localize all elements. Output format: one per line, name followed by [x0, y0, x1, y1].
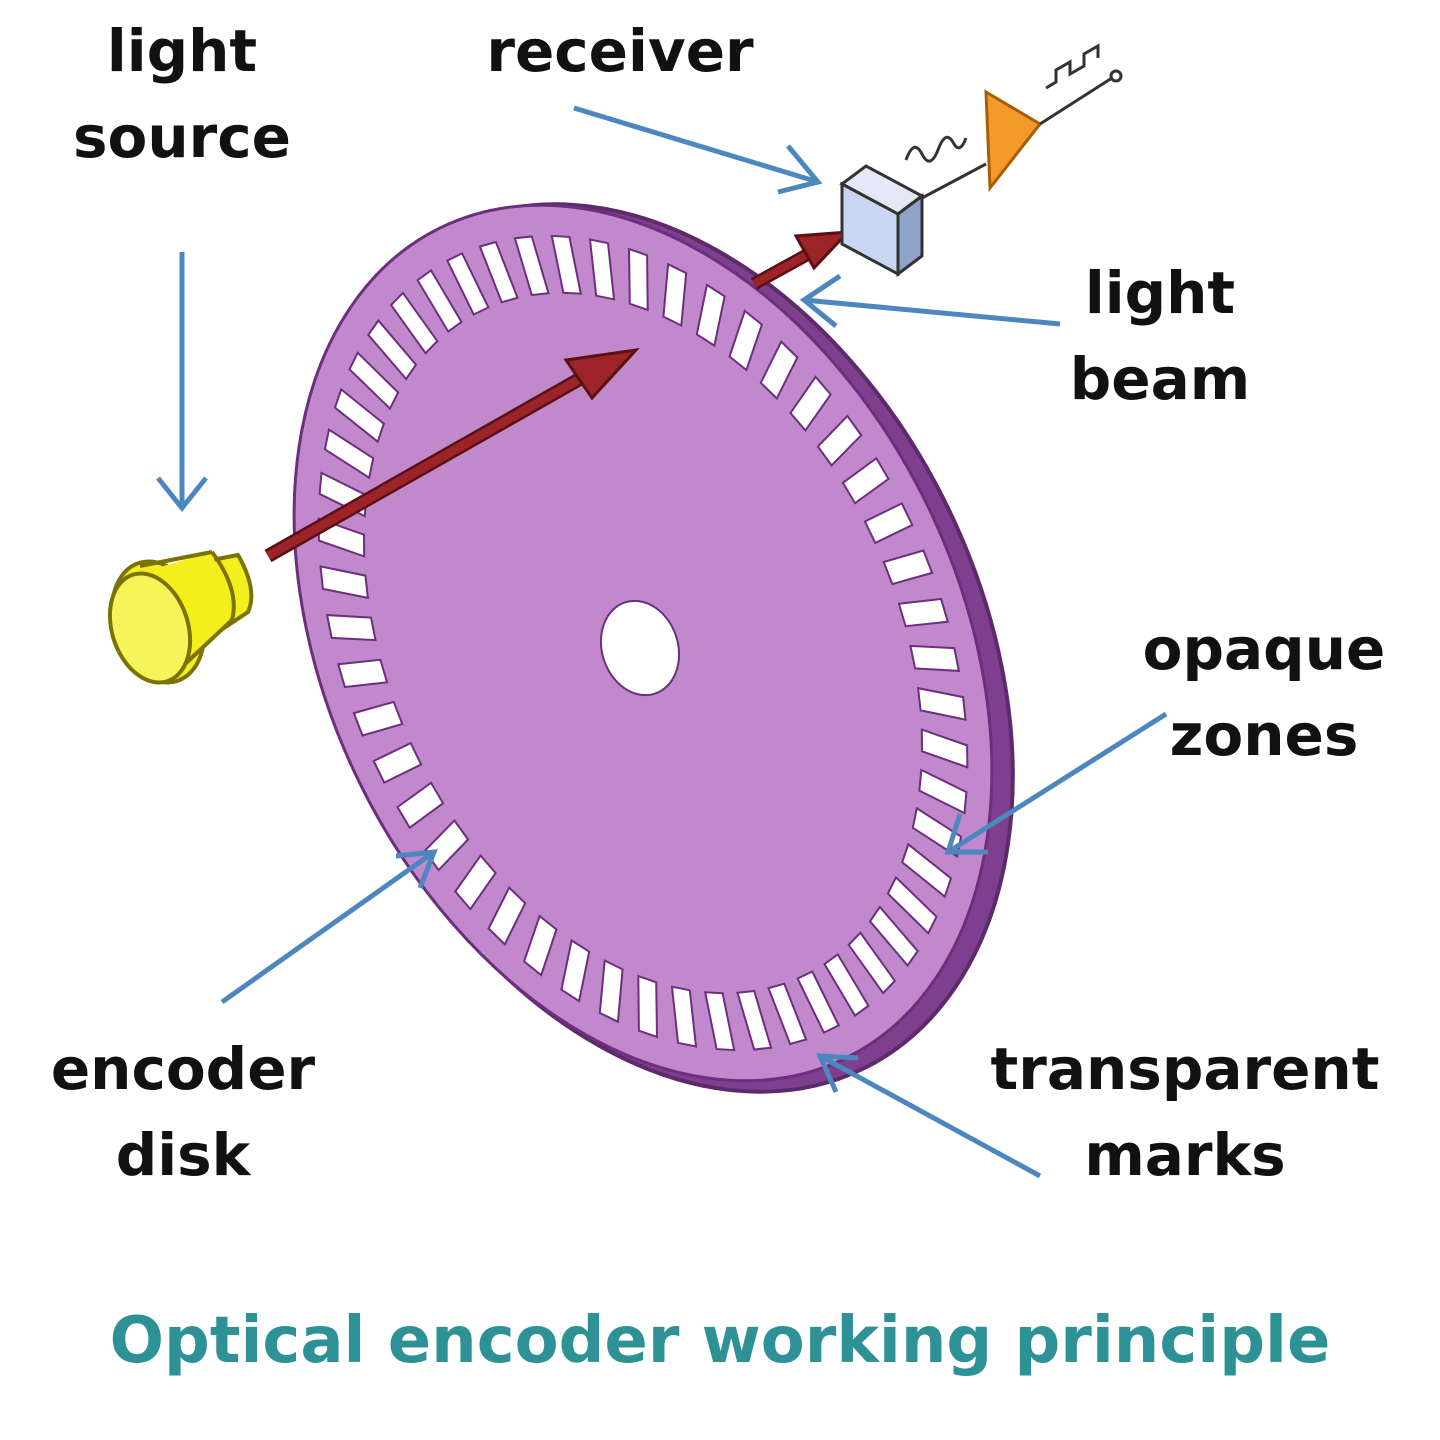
label-receiver: receiver — [470, 8, 770, 94]
transparent-mark — [445, 252, 490, 316]
pointer-receiver — [573, 105, 823, 195]
transparent-mark — [920, 728, 969, 769]
transparent-mark — [478, 240, 519, 304]
transparent-mark — [325, 614, 377, 642]
label-light-source-line2: source — [73, 103, 291, 171]
transparent-mark — [918, 768, 968, 815]
transparent-mark — [695, 283, 726, 348]
label-light-source-line1: light — [106, 17, 258, 85]
transparent-mark — [487, 885, 527, 946]
transparent-mark — [863, 502, 914, 545]
transparent-mark — [319, 565, 370, 600]
transparent-mark — [901, 842, 953, 899]
transparent-marks-ring — [317, 234, 969, 1052]
transparent-mark — [416, 268, 463, 334]
transparent-mark — [670, 985, 698, 1048]
label-encoder-disk: encoder disk — [40, 1026, 326, 1198]
transparent-mark — [823, 952, 870, 1018]
label-light-beam: light beam — [1050, 250, 1270, 422]
transparent-mark — [909, 644, 961, 672]
transparent-mark — [728, 309, 764, 372]
transparent-mark — [662, 262, 688, 328]
transparent-mark — [323, 427, 375, 480]
disk-center-hole — [599, 599, 681, 697]
label-opaque-zones: opaque zones — [1130, 606, 1398, 778]
transparent-mark — [759, 340, 799, 401]
label-encoder-disk-line2: disk — [115, 1121, 251, 1189]
label-light-beam-line2: beam — [1069, 345, 1251, 413]
label-light-beam-line1: light — [1084, 259, 1236, 327]
light-beam-arrow — [264, 347, 640, 563]
light-source-icon — [107, 550, 254, 685]
transparent-mark — [736, 989, 773, 1051]
transparent-mark — [588, 238, 616, 301]
transparent-mark — [550, 234, 583, 295]
pointer-arrows — [156, 105, 1168, 1179]
transparent-mark — [916, 686, 967, 721]
transparent-mark — [767, 982, 808, 1046]
transparent-mark — [847, 931, 897, 995]
amplifier-icon — [984, 89, 1043, 193]
transparent-mark — [372, 741, 423, 784]
encoder-disk — [292, 202, 1015, 1094]
pointer-opaque-zones — [944, 711, 1168, 855]
transparent-mark — [703, 991, 736, 1052]
signal-wave-icon — [904, 135, 968, 163]
transparent-mark — [560, 938, 591, 1003]
transparent-mark — [637, 974, 659, 1039]
transparent-mark — [868, 905, 919, 968]
label-receiver-line1: receiver — [486, 17, 754, 85]
transparent-mark — [352, 700, 404, 737]
transparent-mark — [598, 958, 624, 1024]
transparent-mark — [336, 658, 389, 689]
pointer-light-source — [156, 252, 208, 513]
label-transparent-marks-line2: marks — [1084, 1121, 1286, 1189]
label-transparent-marks-line1: transparent — [990, 1035, 1380, 1103]
transparent-mark — [796, 970, 841, 1034]
transparent-mark — [841, 456, 890, 505]
diagram-caption: Optical encoder working principle — [109, 1304, 1331, 1378]
transparent-mark — [886, 875, 938, 935]
transparent-mark — [882, 549, 934, 586]
transparent-mark — [348, 351, 400, 411]
label-transparent-marks: transparent marks — [980, 1026, 1390, 1198]
transparent-mark — [396, 781, 445, 830]
light-beam-arrow-out — [750, 230, 852, 290]
transparent-mark — [367, 318, 418, 381]
transparent-mark — [513, 235, 550, 297]
transparent-mark — [333, 387, 385, 444]
label-light-source: light source — [62, 8, 302, 180]
transparent-mark — [454, 853, 497, 911]
transparent-mark — [897, 597, 950, 628]
signal-square-wave-icon — [1045, 43, 1100, 90]
label-opaque-zones-line1: opaque — [1142, 615, 1386, 683]
transparent-mark — [627, 247, 649, 312]
transparent-mark — [789, 375, 832, 433]
transparent-mark — [389, 291, 439, 355]
label-opaque-zones-line2: zones — [1169, 701, 1359, 769]
signal-chain — [904, 43, 1123, 200]
transparent-mark — [522, 914, 558, 977]
label-encoder-disk-line1: encoder — [50, 1035, 316, 1103]
pointer-encoder-disk — [220, 849, 438, 1005]
pointer-light-beam — [799, 273, 1061, 328]
transparent-mark — [816, 414, 863, 468]
pointer-transparent-marks — [816, 1053, 1042, 1179]
receiver-icon — [839, 164, 925, 277]
